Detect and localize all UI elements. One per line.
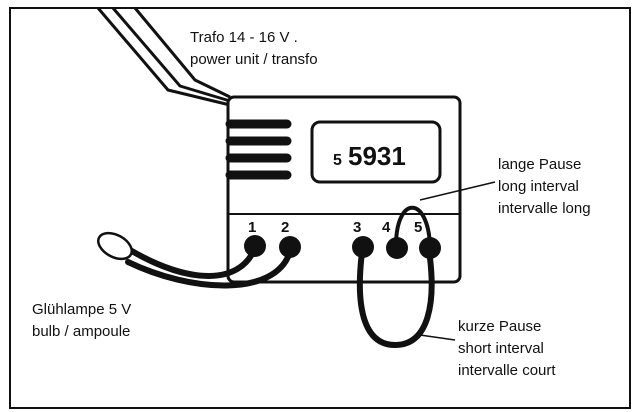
long-pause-label-line2: long interval [498, 178, 579, 195]
transformer-wires [96, 7, 231, 107]
short-pause-leader [419, 334, 456, 341]
terminal-label-3: 3 [353, 219, 361, 236]
long-pause-leader [419, 181, 496, 201]
bulb-label-line1: Glühlampe 5 V [32, 301, 131, 318]
bulb [97, 231, 133, 261]
diagram-frame [9, 7, 631, 409]
vent-bars [225, 119, 292, 180]
terminal-4 [386, 237, 408, 259]
short-pause-label-line1: kurze Pause [458, 318, 541, 335]
terminal-label-1: 1 [248, 219, 256, 236]
display-number: 5931 [348, 141, 406, 171]
terminal-label-4: 4 [382, 219, 391, 236]
short-pause-label-line2: short interval [458, 340, 544, 357]
bulb-label-line2: bulb / ampoule [32, 323, 130, 340]
terminal-label-2: 2 [281, 219, 289, 236]
terminal-3 [352, 236, 374, 258]
terminal-1 [244, 235, 266, 257]
short-pause-jumper [356, 249, 435, 349]
long-pause-label-line3: intervalle long [498, 200, 591, 217]
long-pause-label-line1: lange Pause [498, 156, 581, 173]
display-window [310, 120, 442, 184]
terminal-5 [419, 237, 441, 259]
transformer-label-line2: power unit / transfo [190, 51, 318, 68]
transformer-label-line1: Trafo 14 - 16 V . [190, 29, 298, 46]
terminal-label-5: 5 [414, 219, 422, 236]
bulb-wires [125, 245, 293, 289]
terminal-2 [279, 236, 301, 258]
long-pause-jumper [394, 205, 432, 247]
short-pause-label-line3: intervalle court [458, 362, 556, 379]
display-prefix: 5 [333, 152, 342, 169]
